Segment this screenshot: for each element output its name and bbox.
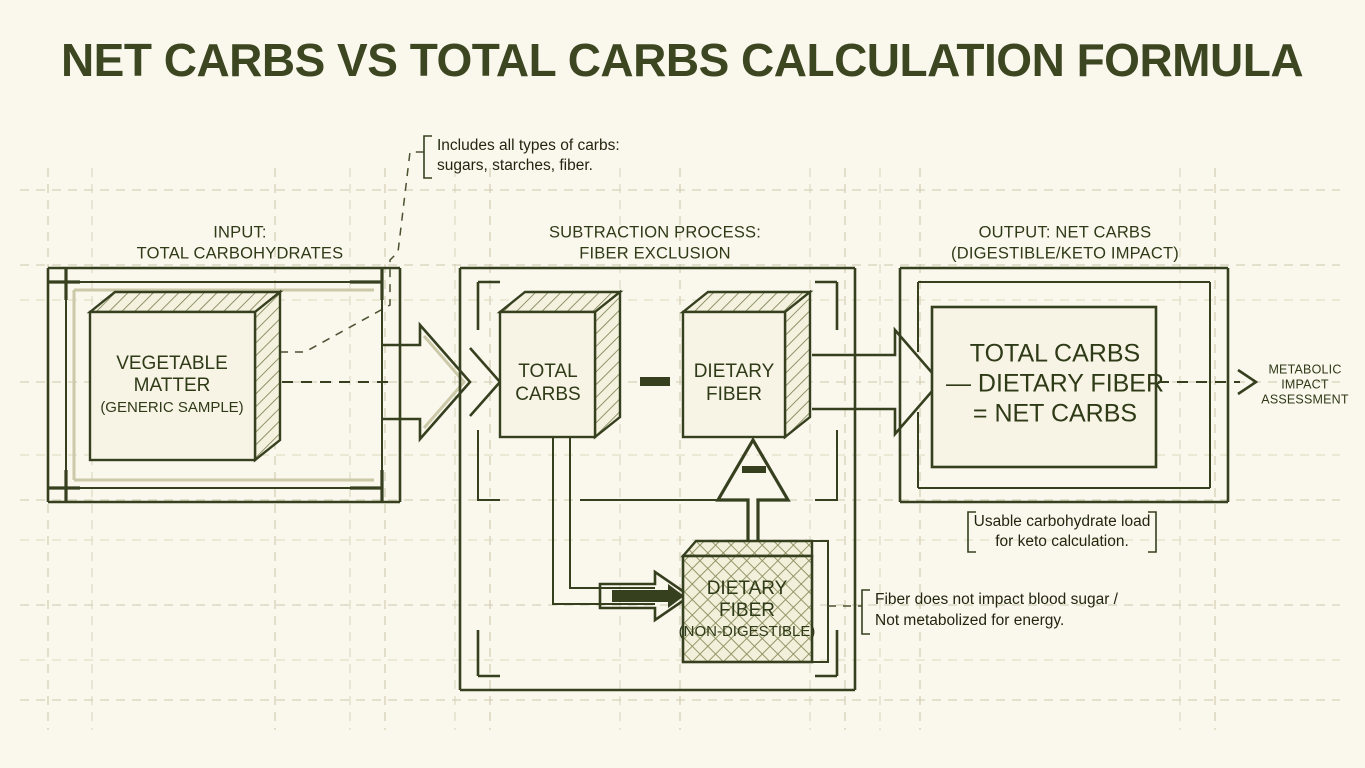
box-fiber-nd-line3: (NON-DIGESTIBLE) bbox=[679, 623, 816, 640]
panel-input: INPUT: TOTAL CARBOHYDRATES bbox=[46, 223, 402, 504]
box-vegetable-matter-line1: VEGETABLE bbox=[116, 353, 228, 374]
panel-output: OUTPUT: NET CARBS (DIGESTIBLE/KETO IMPAC… bbox=[898, 223, 1349, 504]
box-total-carbs: TOTAL CARBS bbox=[496, 289, 624, 440]
panel-input-header-line1: INPUT: bbox=[213, 223, 266, 241]
annotation-fiber-note-line1: Fiber does not impact blood sugar / bbox=[875, 591, 1119, 608]
operator-minus-icon bbox=[640, 377, 670, 386]
annotation-fiber-note: Fiber does not impact blood sugar / Not … bbox=[828, 589, 1119, 635]
metabolic-label-line3: ASSESSMENT bbox=[1261, 392, 1349, 406]
panel-process: SUBTRACTION PROCESS: FIBER EXCLUSION bbox=[458, 223, 857, 692]
panel-input-header-line2: TOTAL CARBOHYDRATES bbox=[137, 244, 344, 262]
box-vegetable-matter: VEGETABLE MATTER (GENERIC SAMPLE) bbox=[86, 289, 284, 463]
box-net-carbs-formula: TOTAL CARBS — DIETARY FIBER = NET CARBS bbox=[930, 305, 1164, 469]
box-dietary-fiber-line1: DIETARY bbox=[694, 361, 775, 382]
annotation-usable-load: Usable carbohydrate load for keto calcul… bbox=[967, 511, 1157, 553]
arrow-fiber-subtract bbox=[715, 436, 791, 544]
box-total-carbs-line2: CARBS bbox=[515, 384, 580, 405]
panel-process-frame bbox=[458, 266, 857, 692]
formula-line2: — DIETARY FIBER bbox=[946, 370, 1164, 398]
panel-input-frame bbox=[46, 266, 402, 504]
page-title: NET CARBS VS TOTAL CARBS CALCULATION FOR… bbox=[61, 34, 1303, 86]
metabolic-label-line2: IMPACT bbox=[1281, 377, 1329, 391]
formula-line1: TOTAL CARBS bbox=[970, 340, 1140, 368]
formula-line3: = NET CARBS bbox=[973, 400, 1137, 428]
annotation-fiber-note-line2: Not metabolized for energy. bbox=[875, 612, 1064, 629]
box-vegetable-matter-line3: (GENERIC SAMPLE) bbox=[100, 399, 243, 416]
box-total-carbs-line1: TOTAL bbox=[518, 361, 577, 382]
annotation-usable-load-line2: for keto calculation. bbox=[995, 533, 1129, 550]
box-dietary-fiber-line2: FIBER bbox=[706, 384, 762, 405]
metabolic-label-line1: METABOLIC bbox=[1268, 362, 1341, 376]
arrow-metabolic-exit bbox=[1158, 368, 1259, 396]
panel-output-header-line2: (DIGESTIBLE/KETO IMPACT) bbox=[951, 244, 1179, 262]
box-fiber-nd-line2: FIBER bbox=[719, 600, 775, 621]
annotation-carbs-types-line2: sugars, starches, fiber. bbox=[437, 157, 593, 174]
annotation-carbs-types: Includes all types of carbs: sugars, sta… bbox=[280, 135, 620, 353]
box-vegetable-matter-line2: MATTER bbox=[134, 375, 211, 396]
annotation-carbs-types-line1: Includes all types of carbs: bbox=[437, 137, 620, 154]
box-dietary-fiber-nondigestible: DIETARY FIBER (NON-DIGESTIBLE) bbox=[679, 539, 816, 664]
box-dietary-fiber: DIETARY FIBER bbox=[679, 289, 814, 440]
annotation-usable-load-line1: Usable carbohydrate load bbox=[974, 513, 1151, 530]
panel-output-header-line1: OUTPUT: NET CARBS bbox=[979, 223, 1152, 241]
fiber-note-bracket bbox=[812, 540, 829, 663]
panel-output-frame bbox=[898, 266, 1230, 504]
box-fiber-nd-line1: DIETARY bbox=[707, 578, 788, 599]
panel-process-header-line1: SUBTRACTION PROCESS: bbox=[549, 223, 761, 241]
arrow-minus-icon bbox=[742, 466, 766, 473]
panel-process-header-line2: FIBER EXCLUSION bbox=[579, 244, 731, 262]
